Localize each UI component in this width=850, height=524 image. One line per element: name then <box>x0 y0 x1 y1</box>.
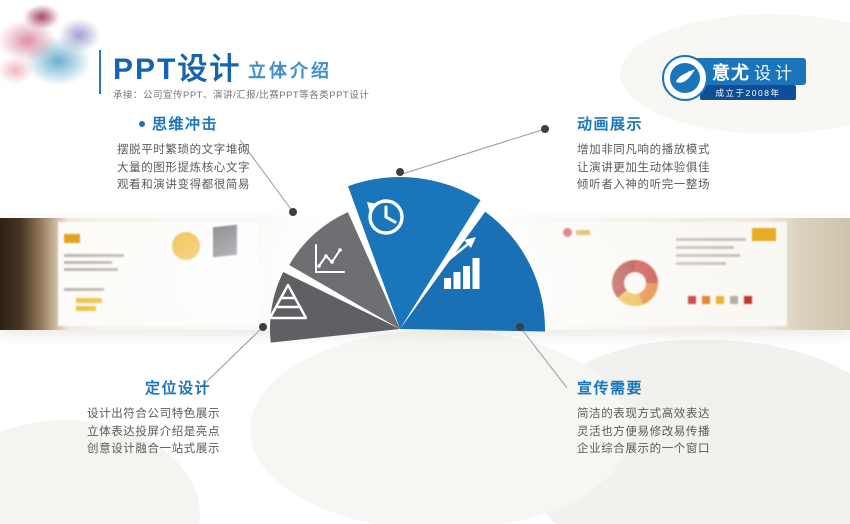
section-title-row: 定位设计 <box>87 377 257 398</box>
section-line: 企业综合展示的一个窗口 <box>577 443 711 455</box>
page-title: PPT设计 <box>113 53 242 86</box>
section-title: 动画展示 <box>577 116 644 133</box>
section-line: 灵活也方便易修改易传播 <box>577 425 711 438</box>
brand-since-ribbon: 成立于2008年 <box>700 85 796 100</box>
section-title: 定位设计 <box>145 380 212 397</box>
section-line: 摆脱平时繁琐的文字堆砌 <box>117 144 251 156</box>
section-title: 宣传需要 <box>577 380 644 397</box>
section-line: 创意设计融合一站式展示 <box>87 443 221 455</box>
bird-swoosh-icon <box>670 63 700 93</box>
background-blob <box>250 330 630 524</box>
section-title: 思维冲击 <box>152 116 219 133</box>
section-line: 立体表达投屏介绍是亮点 <box>87 425 221 438</box>
connector-dot <box>541 125 549 133</box>
section-positioning-design: 定位设计 设计出符合公司特色展示 立体表达投屏介绍是亮点 创意设计融合一站式展示 <box>87 377 257 459</box>
section-publicity-needs: 宣传需要 简洁的表现方式高效表达 灵活也方便易修改易传播 企业综合展示的一个窗口 <box>577 377 747 459</box>
section-line: 增加非同凡响的播放模式 <box>577 144 711 156</box>
section-title-row: 宣传需要 <box>577 377 747 398</box>
section-title-row: 动画展示 <box>577 113 747 134</box>
page-subtitle: 立体介绍 <box>248 61 332 81</box>
brand-logo <box>662 55 708 101</box>
section-line: 设计出符合公司特色展示 <box>87 408 221 420</box>
section-line: 让演讲更加生动体验俱佳 <box>577 161 711 174</box>
section-line: 大量的图形提炼核心文字 <box>117 161 251 174</box>
section-line: 简洁的表现方式高效表达 <box>577 408 711 420</box>
bullet-dot <box>139 120 145 127</box>
section-line: 观看和演讲变得都很简易 <box>117 179 251 191</box>
brand-name-secondary: 设计 <box>754 64 796 83</box>
brand-name-primary: 意尤 <box>712 62 750 83</box>
section-mind-impact: 思维冲击 摆脱平时繁琐的文字堆砌 大量的图形提炼核心文字 观看和演讲变得都很简易 <box>117 113 287 195</box>
section-line: 倾听者入神的听完一整场 <box>577 179 711 191</box>
section-title-row: 思维冲击 <box>117 113 287 134</box>
section-animation-display: 动画展示 增加非同凡响的播放模式 让演讲更加生动体验俱佳 倾听者入神的听完一整场 <box>577 113 747 195</box>
tagline: 承接：公司宣传PPT、演讲/汇报/比赛PPT等各类PPT设计 <box>113 90 370 101</box>
title-accent-rule <box>99 50 101 94</box>
watercolor-splash-decoration <box>0 4 110 96</box>
